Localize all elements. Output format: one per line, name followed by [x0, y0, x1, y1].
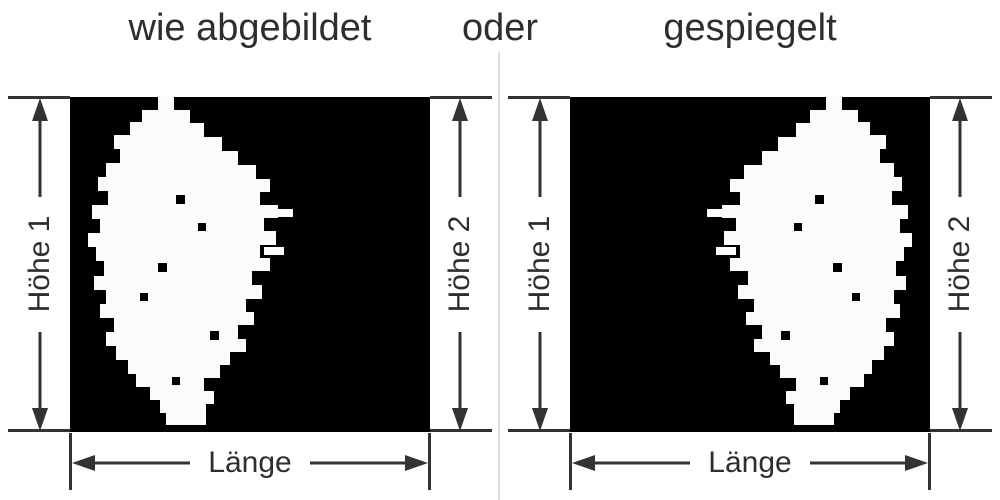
panel-mirrored: gespiegelt [500, 0, 1000, 500]
length-dimension: Länge [570, 448, 930, 478]
conjunction-label: oder [461, 7, 539, 49]
extension-line [508, 96, 570, 99]
extension-line [8, 96, 70, 99]
extension-line [430, 429, 492, 432]
height1-dimension: Höhe 1 [523, 97, 556, 432]
length-label: Länge [208, 446, 292, 479]
height2-label: Höhe 2 [943, 215, 976, 313]
height2-label: Höhe 2 [443, 215, 476, 313]
length-arrow [72, 455, 428, 471]
dimension-tick [569, 433, 572, 490]
extension-line [930, 96, 992, 99]
extension-line [508, 429, 570, 432]
plant-silhouette-mirrored [707, 97, 912, 425]
height1-arrow [32, 98, 48, 431]
height1-label: Höhe 1 [23, 215, 56, 313]
height1-arrow [532, 98, 548, 431]
extension-line [430, 96, 492, 99]
panel-divider [498, 52, 500, 500]
height2-arrow [952, 98, 968, 431]
height2-arrow [452, 98, 468, 431]
dimension-tick [69, 433, 72, 490]
height1-label: Höhe 1 [523, 215, 556, 313]
decal-preview-original [70, 97, 430, 432]
extension-line [8, 429, 70, 432]
length-label: Länge [708, 446, 792, 479]
extension-line [930, 429, 992, 432]
height2-dimension: Höhe 2 [943, 97, 976, 432]
decal-preview-mirrored [570, 97, 930, 432]
panel-title-as-shown: wie abgebildet [128, 7, 372, 49]
panel-title-mirrored: gespiegelt [663, 7, 837, 49]
height1-dimension: Höhe 1 [23, 97, 56, 432]
panel-as-shown: wie abgebildet [8, 7, 492, 490]
dimension-tick [428, 433, 431, 490]
height2-dimension: Höhe 2 [443, 97, 476, 432]
length-arrow [572, 455, 928, 471]
length-dimension: Länge [70, 448, 430, 478]
dimension-tick [928, 433, 931, 490]
plant-silhouette [88, 97, 293, 425]
